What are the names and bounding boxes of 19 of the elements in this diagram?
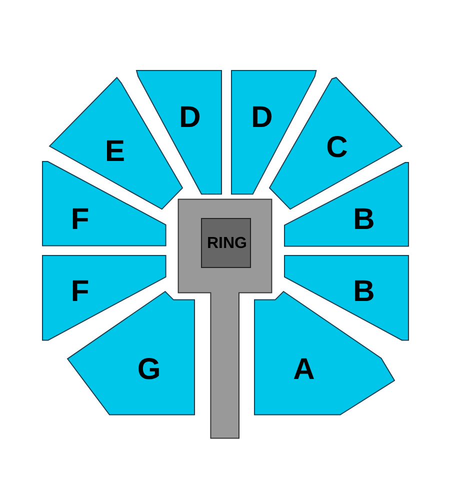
seating-section	[284, 162, 409, 246]
section-label: B	[353, 204, 375, 235]
seating-section	[48, 76, 183, 210]
section-label: B	[353, 276, 375, 307]
seating-section	[284, 254, 409, 340]
seating-section	[42, 254, 166, 340]
section-label: F	[70, 204, 90, 235]
section-label: C	[326, 132, 348, 163]
seating-section	[230, 70, 316, 195]
ring-label: RING	[207, 236, 247, 252]
section-label: E	[104, 136, 125, 167]
section-label: G	[137, 355, 161, 385]
section-label: D	[179, 102, 201, 133]
seating-section	[136, 70, 222, 195]
seating-section	[42, 161, 166, 246]
section-label: A	[293, 355, 315, 385]
section-label: D	[251, 102, 273, 133]
section-label: F	[70, 276, 90, 307]
ring-area	[201, 218, 251, 268]
